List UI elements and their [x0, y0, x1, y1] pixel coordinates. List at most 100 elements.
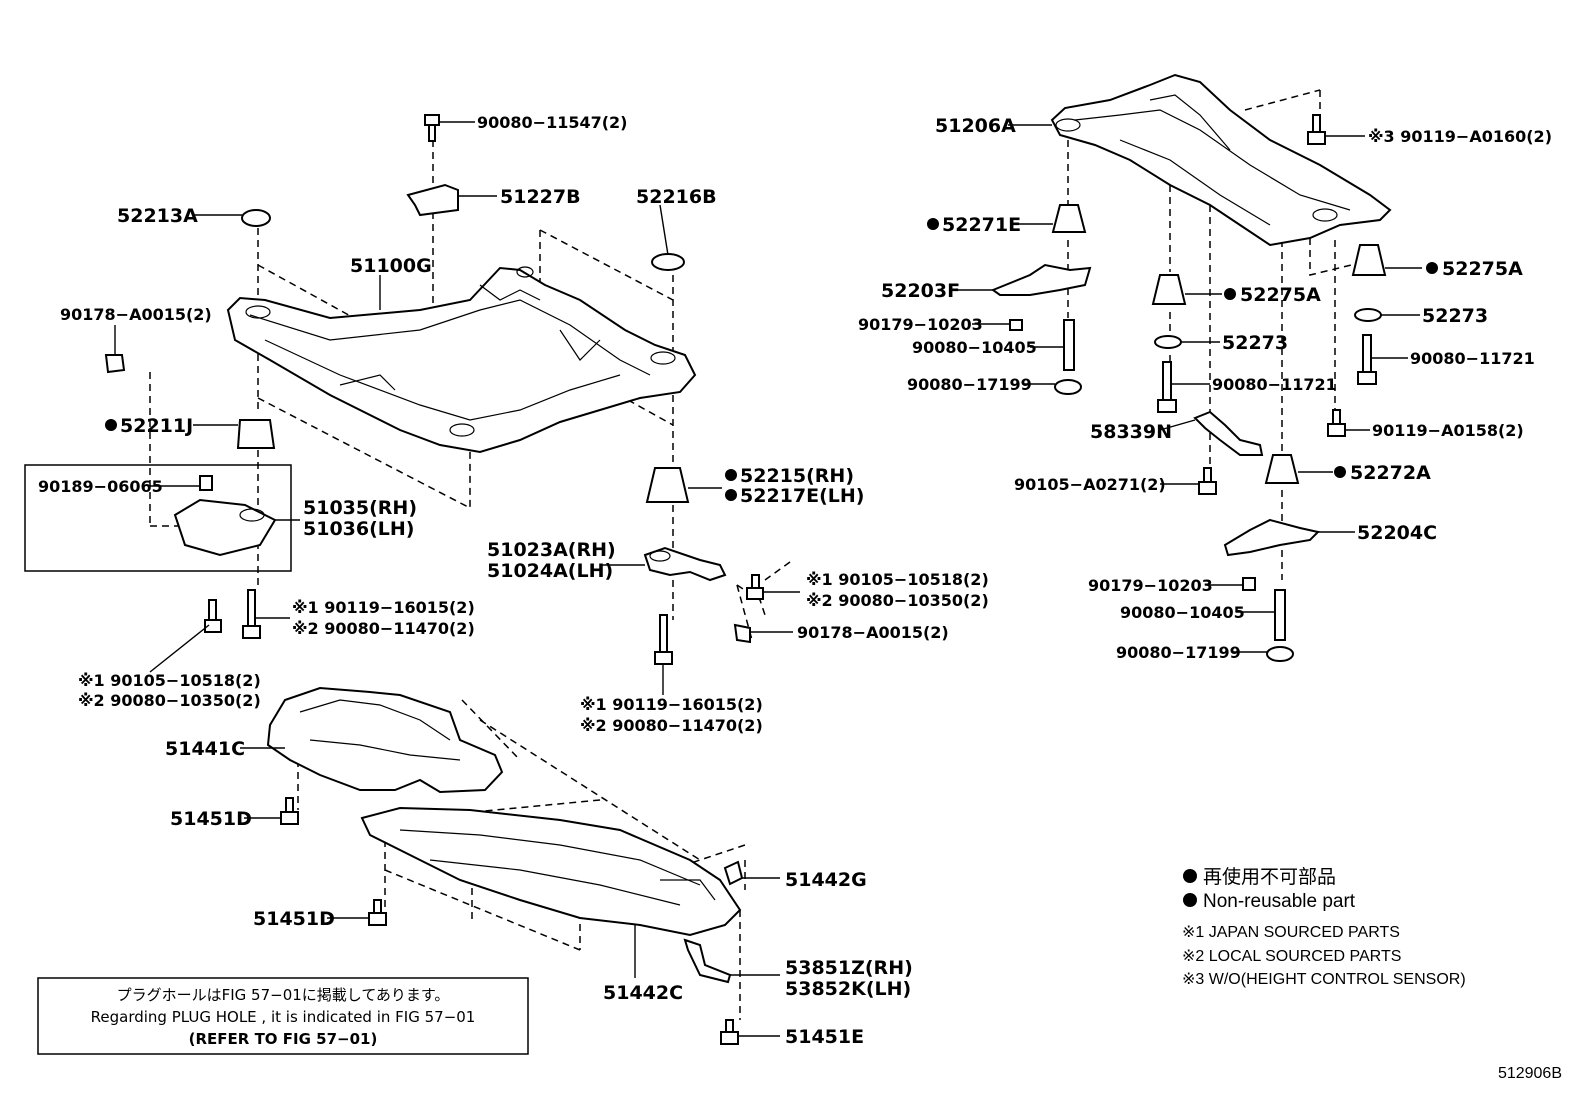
label-53851Z: 53851Z(RH): [785, 957, 913, 979]
collar-90178-A0015-right: [733, 623, 751, 644]
stud-90080-10405-b: [1274, 589, 1286, 641]
label-r-90105-10518: ※1 90105−10518(2): [806, 570, 989, 589]
label-51451D-b: 51451D: [253, 908, 335, 930]
legend-dot-jp: [1183, 869, 1197, 883]
refnote-jp: プラグホールはFIG 57−01に掲載してあります。: [117, 986, 450, 1004]
label-90179-10203-b: 90179−10203: [1088, 576, 1213, 595]
label-90080-11547: 90080−11547(2): [477, 113, 628, 132]
engine-undercover-51442C: [360, 806, 742, 937]
label-51035: 51035(RH): [303, 497, 417, 519]
bolt-left-a: [204, 599, 222, 633]
legend-dot-en: [1183, 893, 1197, 907]
washer-52273-r: [1354, 308, 1382, 322]
label-52217E: 52217E(LH): [740, 485, 864, 507]
label-51441C: 51441C: [165, 738, 245, 760]
label-90119-A0160: ※3 90119−A0160(2): [1368, 127, 1552, 146]
washer-52273-m: [1154, 335, 1182, 349]
cushion-52271E: [1051, 204, 1087, 233]
legend-note3: ※3 W/O(HEIGHT CONTROL SENSOR): [1182, 971, 1466, 988]
label-51442C: 51442C: [603, 982, 683, 1004]
washer-90080-17199-b: [1266, 646, 1294, 662]
label-90080-11721-r: 90080−11721: [1410, 349, 1535, 368]
bolt-51451D-a: [280, 797, 299, 825]
label-52275A-m: 52275A: [1240, 284, 1321, 306]
nut-90179-10203-b: [1242, 577, 1256, 591]
label-90179-10203-a: 90179−10203: [858, 315, 983, 334]
bracket-52204C: [1223, 518, 1320, 557]
cushion-52272A: [1264, 454, 1300, 484]
bolt-left-b: [242, 589, 261, 639]
stopper-bracket-51035: [173, 498, 277, 557]
label-51442G: 51442G: [785, 869, 867, 891]
nut-90179-10203-a: [1009, 319, 1023, 331]
label-90080-17199-a: 90080−17199: [907, 375, 1032, 394]
label-52216B: 52216B: [636, 186, 717, 208]
bolt-90119-A0158: [1327, 409, 1346, 437]
bolt-51451E: [720, 1019, 739, 1045]
part-labels: 90080−11547(2) 51227B 52213A 52216B 5110…: [38, 113, 1552, 1048]
bolt-90119-A0160: [1307, 114, 1326, 145]
label-90178-A0015-right: 90178−A0015(2): [797, 623, 949, 642]
label-51451D-a: 51451D: [170, 808, 252, 830]
bracket-53851Z: [683, 938, 732, 984]
stud-90080-10405-a: [1063, 319, 1075, 371]
label-r-90080-10350: ※2 90080−10350(2): [806, 591, 989, 610]
label-51227B: 51227B: [500, 186, 581, 208]
legend: 再使用不可部品 Non-reusable part ※1 JAPAN SOURC…: [1182, 866, 1466, 988]
collar-90178-A0015-left: [104, 354, 126, 374]
bolt-51451D-b: [368, 899, 387, 926]
bracket-58339N: [1193, 410, 1264, 456]
label-90080-17199-b: 90080−17199: [1116, 643, 1241, 662]
nut-90189-06065: [199, 475, 213, 491]
label-90105-A0271: 90105−A0271(2): [1014, 475, 1166, 494]
label-52204C: 52204C: [1357, 522, 1437, 544]
bolt-90080-11721-m: [1157, 361, 1177, 413]
cushion-52275A-r: [1351, 244, 1387, 276]
bolt-90105-A0271: [1198, 467, 1217, 495]
front-suspension-crossmember: [226, 266, 697, 454]
bolt-90080-11721-r: [1357, 334, 1377, 385]
stopper-bracket-box: [24, 464, 292, 572]
figure-code: 512906B: [1498, 1065, 1562, 1082]
legend-en: Non-reusable part: [1203, 891, 1356, 912]
label-b-90119-16015: ※1 90119−16015(2): [580, 695, 763, 714]
non-reusable-markers: [105, 218, 1438, 501]
label-52215: 52215(RH): [740, 465, 854, 487]
label-90119-A0158: 90119−A0158(2): [1372, 421, 1524, 440]
label-90080-10405-b: 90080−10405: [1120, 603, 1245, 622]
label-51206A: 51206A: [935, 115, 1016, 137]
label-51451E: 51451E: [785, 1026, 864, 1048]
label-52273-r: 52273: [1422, 305, 1488, 327]
label-52213A: 52213A: [117, 205, 198, 227]
label-51023A: 51023A(RH): [487, 539, 616, 561]
label-m-90080-11470: ※2 90080−11470(2): [292, 619, 475, 638]
cushion-52275A-m: [1151, 274, 1187, 305]
label-51024A: 51024A(LH): [487, 560, 613, 582]
label-90189-06065: 90189−06065: [38, 477, 163, 496]
label-52211J: 52211J: [120, 415, 193, 437]
label-52273-m: 52273: [1222, 332, 1288, 354]
refnote-refer: (REFER TO FIG 57−01): [189, 1030, 378, 1048]
label-90080-10405-a: 90080−10405: [912, 338, 1037, 357]
bracket-51023A: [643, 546, 727, 582]
legend-jp: 再使用不可部品: [1203, 866, 1336, 888]
bolt-90105-10518-right: [746, 574, 764, 600]
cushion-52213A: [241, 209, 271, 227]
refnote-en: Regarding PLUG HOLE , it is indicated in…: [91, 1008, 476, 1026]
reference-note: プラグホールはFIG 57−01に掲載してあります。 Regarding PLU…: [37, 977, 529, 1055]
label-52271E: 52271E: [942, 214, 1021, 236]
label-52275A-r: 52275A: [1442, 258, 1523, 280]
label-l-90080-10350: ※2 90080−10350(2): [78, 691, 261, 710]
bolt-middle: [654, 614, 673, 665]
bracket-52203F: [990, 263, 1092, 296]
label-53852K: 53852K(LH): [785, 978, 911, 1000]
leader-lines: [114, 121, 1422, 1037]
legend-note2: ※2 LOCAL SOURCED PARTS: [1182, 948, 1401, 965]
label-90178-A0015-left: 90178−A0015(2): [60, 305, 212, 324]
washer-90080-17199-a: [1054, 379, 1082, 395]
label-90080-11721-m: 90080−11721: [1212, 375, 1337, 394]
label-m-90119-16015: ※1 90119−16015(2): [292, 598, 475, 617]
cushion-52211J: [236, 419, 276, 449]
cushion-52216B: [651, 253, 685, 271]
